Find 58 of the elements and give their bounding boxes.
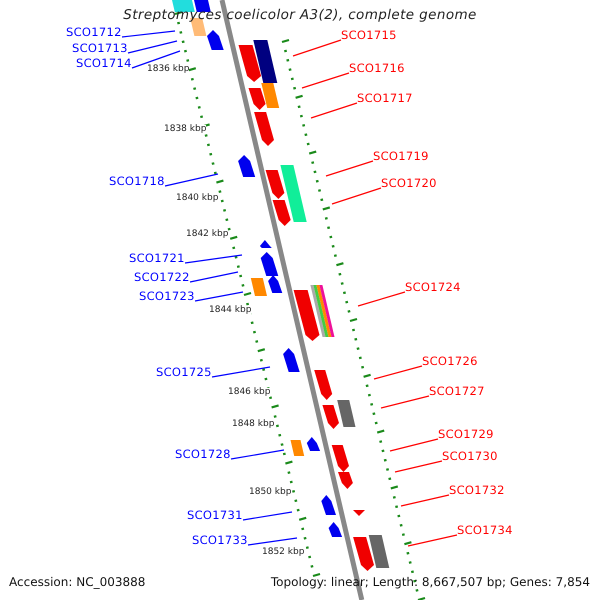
leader-line <box>380 395 430 409</box>
leader-line <box>248 537 298 546</box>
gene-label: SCO1716 <box>349 63 405 74</box>
leader-line <box>302 72 350 89</box>
position-label: 1852 kbp <box>262 548 304 557</box>
gene-label: SCO1729 <box>438 429 494 440</box>
leader-line <box>408 534 458 547</box>
leader-line <box>212 366 270 378</box>
gene-label: SCO1726 <box>422 356 478 368</box>
gene-label: SCO1713 <box>72 43 128 54</box>
gene-label: SCO1723 <box>139 291 195 302</box>
position-label: 1838 kbp <box>164 125 206 134</box>
position-label: 1848 kbp <box>232 420 274 429</box>
position-label: 1840 kbp <box>176 194 218 203</box>
leader-line <box>310 102 358 119</box>
leader-line <box>230 449 284 460</box>
gene-label: SCO1714 <box>76 58 132 70</box>
position-label: 1846 kbp <box>228 388 270 397</box>
leader-line <box>374 365 422 380</box>
position-label: 1842 kbp <box>186 230 228 239</box>
leader-line <box>122 30 176 38</box>
gene-label: SCO1733 <box>192 535 248 546</box>
accession-text: Accession: NC_003888 <box>9 576 146 588</box>
gene-label: SCO1731 <box>187 510 243 522</box>
leader-line <box>194 291 244 302</box>
leader-line <box>394 460 442 473</box>
gene-label: SCO1718 <box>109 176 165 188</box>
gene-label: SCO1725 <box>156 367 212 378</box>
leader-line <box>390 438 438 452</box>
position-label: 1844 kbp <box>209 306 252 315</box>
leader-line <box>358 291 406 307</box>
gene-label: SCO1721 <box>129 253 185 264</box>
leader-line <box>326 160 374 177</box>
leader-line <box>164 173 218 187</box>
leader-line <box>400 494 450 507</box>
genome-stats-text: Topology: linear; Length: 8,667,507 bp; Genes: 7,854 <box>270 576 590 588</box>
gene-label: SCO1720 <box>381 178 437 190</box>
gene-label: SCO1734 <box>457 525 513 536</box>
gene-label: SCO1730 <box>442 451 498 462</box>
leader-line <box>132 50 180 69</box>
gene-label: SCO1712 <box>66 27 122 38</box>
position-label: 1850 kbp <box>249 488 292 497</box>
gene-label: SCO1732 <box>449 485 505 496</box>
gene-label: SCO1728 <box>175 449 231 460</box>
leader-line <box>190 271 238 283</box>
leader-line <box>242 511 292 521</box>
gene-label: SCO1722 <box>134 272 190 284</box>
title: Streptomyces coelicolor A3(2), complete genome <box>122 9 478 22</box>
position-label: 1836 kbp <box>147 65 190 74</box>
gene-label: SCO1724 <box>405 282 461 294</box>
leader-line <box>332 187 382 205</box>
leader-line <box>184 254 242 264</box>
gene-label: SCO1727 <box>429 386 485 398</box>
gene-label: SCO1715 <box>341 30 397 42</box>
leader-line <box>292 39 342 57</box>
leader-line <box>128 40 178 54</box>
gene-label: SCO1719 <box>373 151 429 162</box>
gene-label: SCO1717 <box>357 93 413 104</box>
